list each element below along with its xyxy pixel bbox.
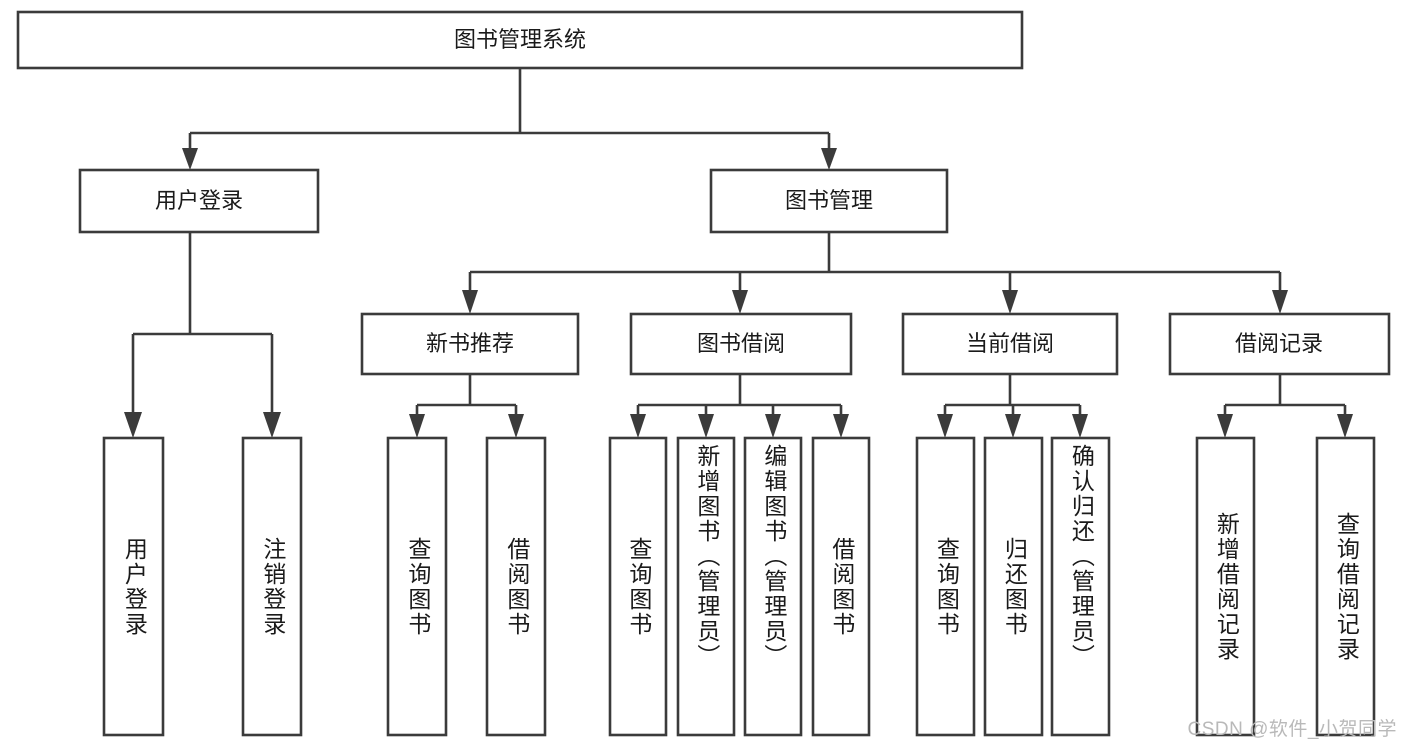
node-label-user-login: 用户登录 [155,188,243,213]
connector-group-current-borrow [937,374,1088,438]
node-box-user-login[interactable] [78,168,320,234]
arrow-userlogin-leaf1-icon [124,412,142,438]
node-box-leaf-borrow-book-1[interactable] [485,436,547,737]
arrow-root-to-userlogin-icon [182,148,198,170]
arrow-borrow-leaf3-icon [765,414,781,438]
node-box-leaf-query-book-3[interactable] [915,436,976,737]
node-label-book-management: 图书管理 [785,188,873,213]
arrow-record-leaf2-icon [1337,414,1353,438]
arrow-borrow-leaf4-icon [833,414,849,438]
node-box-leaf-return-book[interactable] [983,436,1044,737]
arrow-bookmgmt-record-icon [1272,290,1288,314]
arrow-current-leaf1-icon [937,414,953,438]
arrow-record-leaf1-icon [1217,414,1233,438]
node-label-book-borrow: 图书借阅 [697,331,785,356]
arrow-bookmgmt-newbook-icon [462,290,478,314]
node-box-root[interactable] [16,10,1024,70]
arrow-userlogin-leaf2-icon [263,412,281,438]
node-label-new-book-recommend: 新书推荐 [426,331,514,356]
node-box-leaf-user-login[interactable] [102,436,165,737]
node-box-leaf-query-book-2[interactable] [608,436,668,737]
node-label-current-borrow: 当前借阅 [966,331,1054,356]
node-box-leaf-add-book[interactable] [676,436,736,737]
node-box-new-book-recommend[interactable] [360,312,580,376]
node-box-book-management[interactable] [709,168,949,234]
node-box-leaf-edit-book[interactable] [743,436,803,737]
node-box-leaf-borrow-book-2[interactable] [811,436,871,737]
arrow-newbook-leaf2-icon [508,414,524,438]
connector-group-root [182,68,837,170]
arrow-borrow-leaf2-icon [698,414,714,438]
arrow-bookmgmt-current-icon [1002,290,1018,314]
connector-group-borrow-record [1217,374,1353,438]
connector-group-book-management [462,232,1288,314]
connector-group-user-login [124,232,281,438]
arrow-newbook-leaf1-icon [409,414,425,438]
arrow-bookmgmt-borrow-icon [732,290,748,314]
node-box-borrow-record[interactable] [1168,312,1391,376]
node-label-root: 图书管理系统 [454,27,586,52]
node-box-leaf-confirm-return[interactable] [1050,436,1111,737]
node-box-book-borrow[interactable] [629,312,853,376]
node-box-leaf-logout[interactable] [241,436,303,737]
node-label-borrow-record: 借阅记录 [1235,331,1323,356]
node-box-current-borrow[interactable] [901,312,1119,376]
node-box-leaf-add-record[interactable] [1195,436,1256,737]
node-box-leaf-query-record[interactable] [1315,436,1376,737]
arrow-current-leaf2-icon [1005,414,1021,438]
node-box-leaf-query-book-1[interactable] [386,436,448,737]
connector-group-book-borrow [630,374,849,438]
arrow-root-to-bookmgmt-icon [821,148,837,170]
connector-group-new-book-recommend [409,374,524,438]
arrow-current-leaf3-icon [1072,414,1088,438]
arrow-borrow-leaf1-icon [630,414,646,438]
